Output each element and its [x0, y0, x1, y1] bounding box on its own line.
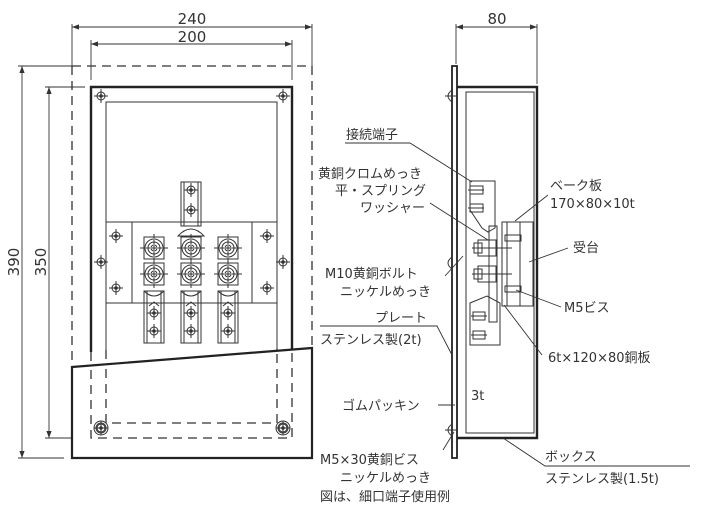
bottom-screw-icon: [93, 420, 109, 436]
front-view: 240 200 390 350: [5, 10, 314, 460]
inner-height-label: 350: [32, 248, 50, 277]
label-box-2: ステンレス製(1.5t): [545, 472, 659, 487]
outer-height-label: 390: [5, 248, 23, 277]
label-washer-3: ワッシャー: [360, 201, 425, 216]
label-terminal: 接続端子: [346, 127, 398, 143]
label-m5-screw: M5ビス: [564, 301, 610, 316]
screw-icon: [275, 88, 291, 104]
dimension-outer-height: 390: [5, 65, 72, 459]
side-plate: [451, 65, 458, 459]
screw-icon: [275, 254, 291, 270]
outer-width-label: 240: [178, 10, 207, 28]
caption: 図は、細口端子使用例: [320, 489, 450, 505]
label-bolt-1: M10黄銅ボルト: [325, 267, 418, 282]
label-base: 受台: [573, 241, 599, 256]
box-outline: [89, 85, 294, 352]
label-brass-screw-1: M5×30黄銅ビス: [320, 453, 419, 468]
label-plate-2: ステンレス製(2t): [320, 333, 422, 348]
dimension-outer-width: 240: [71, 10, 313, 66]
annotations: 接続端子 黄銅クロムめっき 平・スプリング ワッシャー ベーク板 170×80×…: [318, 127, 690, 505]
side-view: 80: [445, 10, 539, 459]
side-terminal: [468, 180, 534, 346]
screw-icon: [93, 88, 109, 104]
label-bakelite-1: ベーク板: [550, 179, 602, 194]
side-box-inner: [465, 91, 535, 434]
label-washer-1: 黄銅クロムめっき: [318, 167, 422, 182]
label-brass-screw-2: ニッケルめっき: [340, 471, 431, 486]
label-bolt-2: ニッケルめっき: [340, 285, 431, 300]
label-plate-1: プレート: [375, 311, 427, 326]
label-box-1: ボックス: [545, 450, 597, 465]
depth-label: 80: [487, 10, 506, 28]
label-washer-2: 平・スプリング: [335, 184, 426, 199]
dimension-inner-height: 350: [32, 86, 85, 439]
label-copper-plate: 6t×120×80銅板: [548, 351, 651, 366]
dimension-depth: 80: [455, 10, 538, 84]
dimension-inner-width: 200: [90, 28, 293, 80]
label-bakelite-2: 170×80×10t: [550, 197, 635, 212]
label-gasket: ゴムパッキン: [342, 398, 420, 414]
side-box: [457, 85, 539, 440]
inner-width-label: 200: [178, 28, 207, 46]
label-thickness: 3t: [471, 389, 484, 404]
bottom-screw-icon: [275, 420, 291, 436]
cover-plate: [70, 346, 314, 460]
terminal-block: [105, 181, 278, 343]
outer-hidden-outline: [71, 65, 313, 367]
